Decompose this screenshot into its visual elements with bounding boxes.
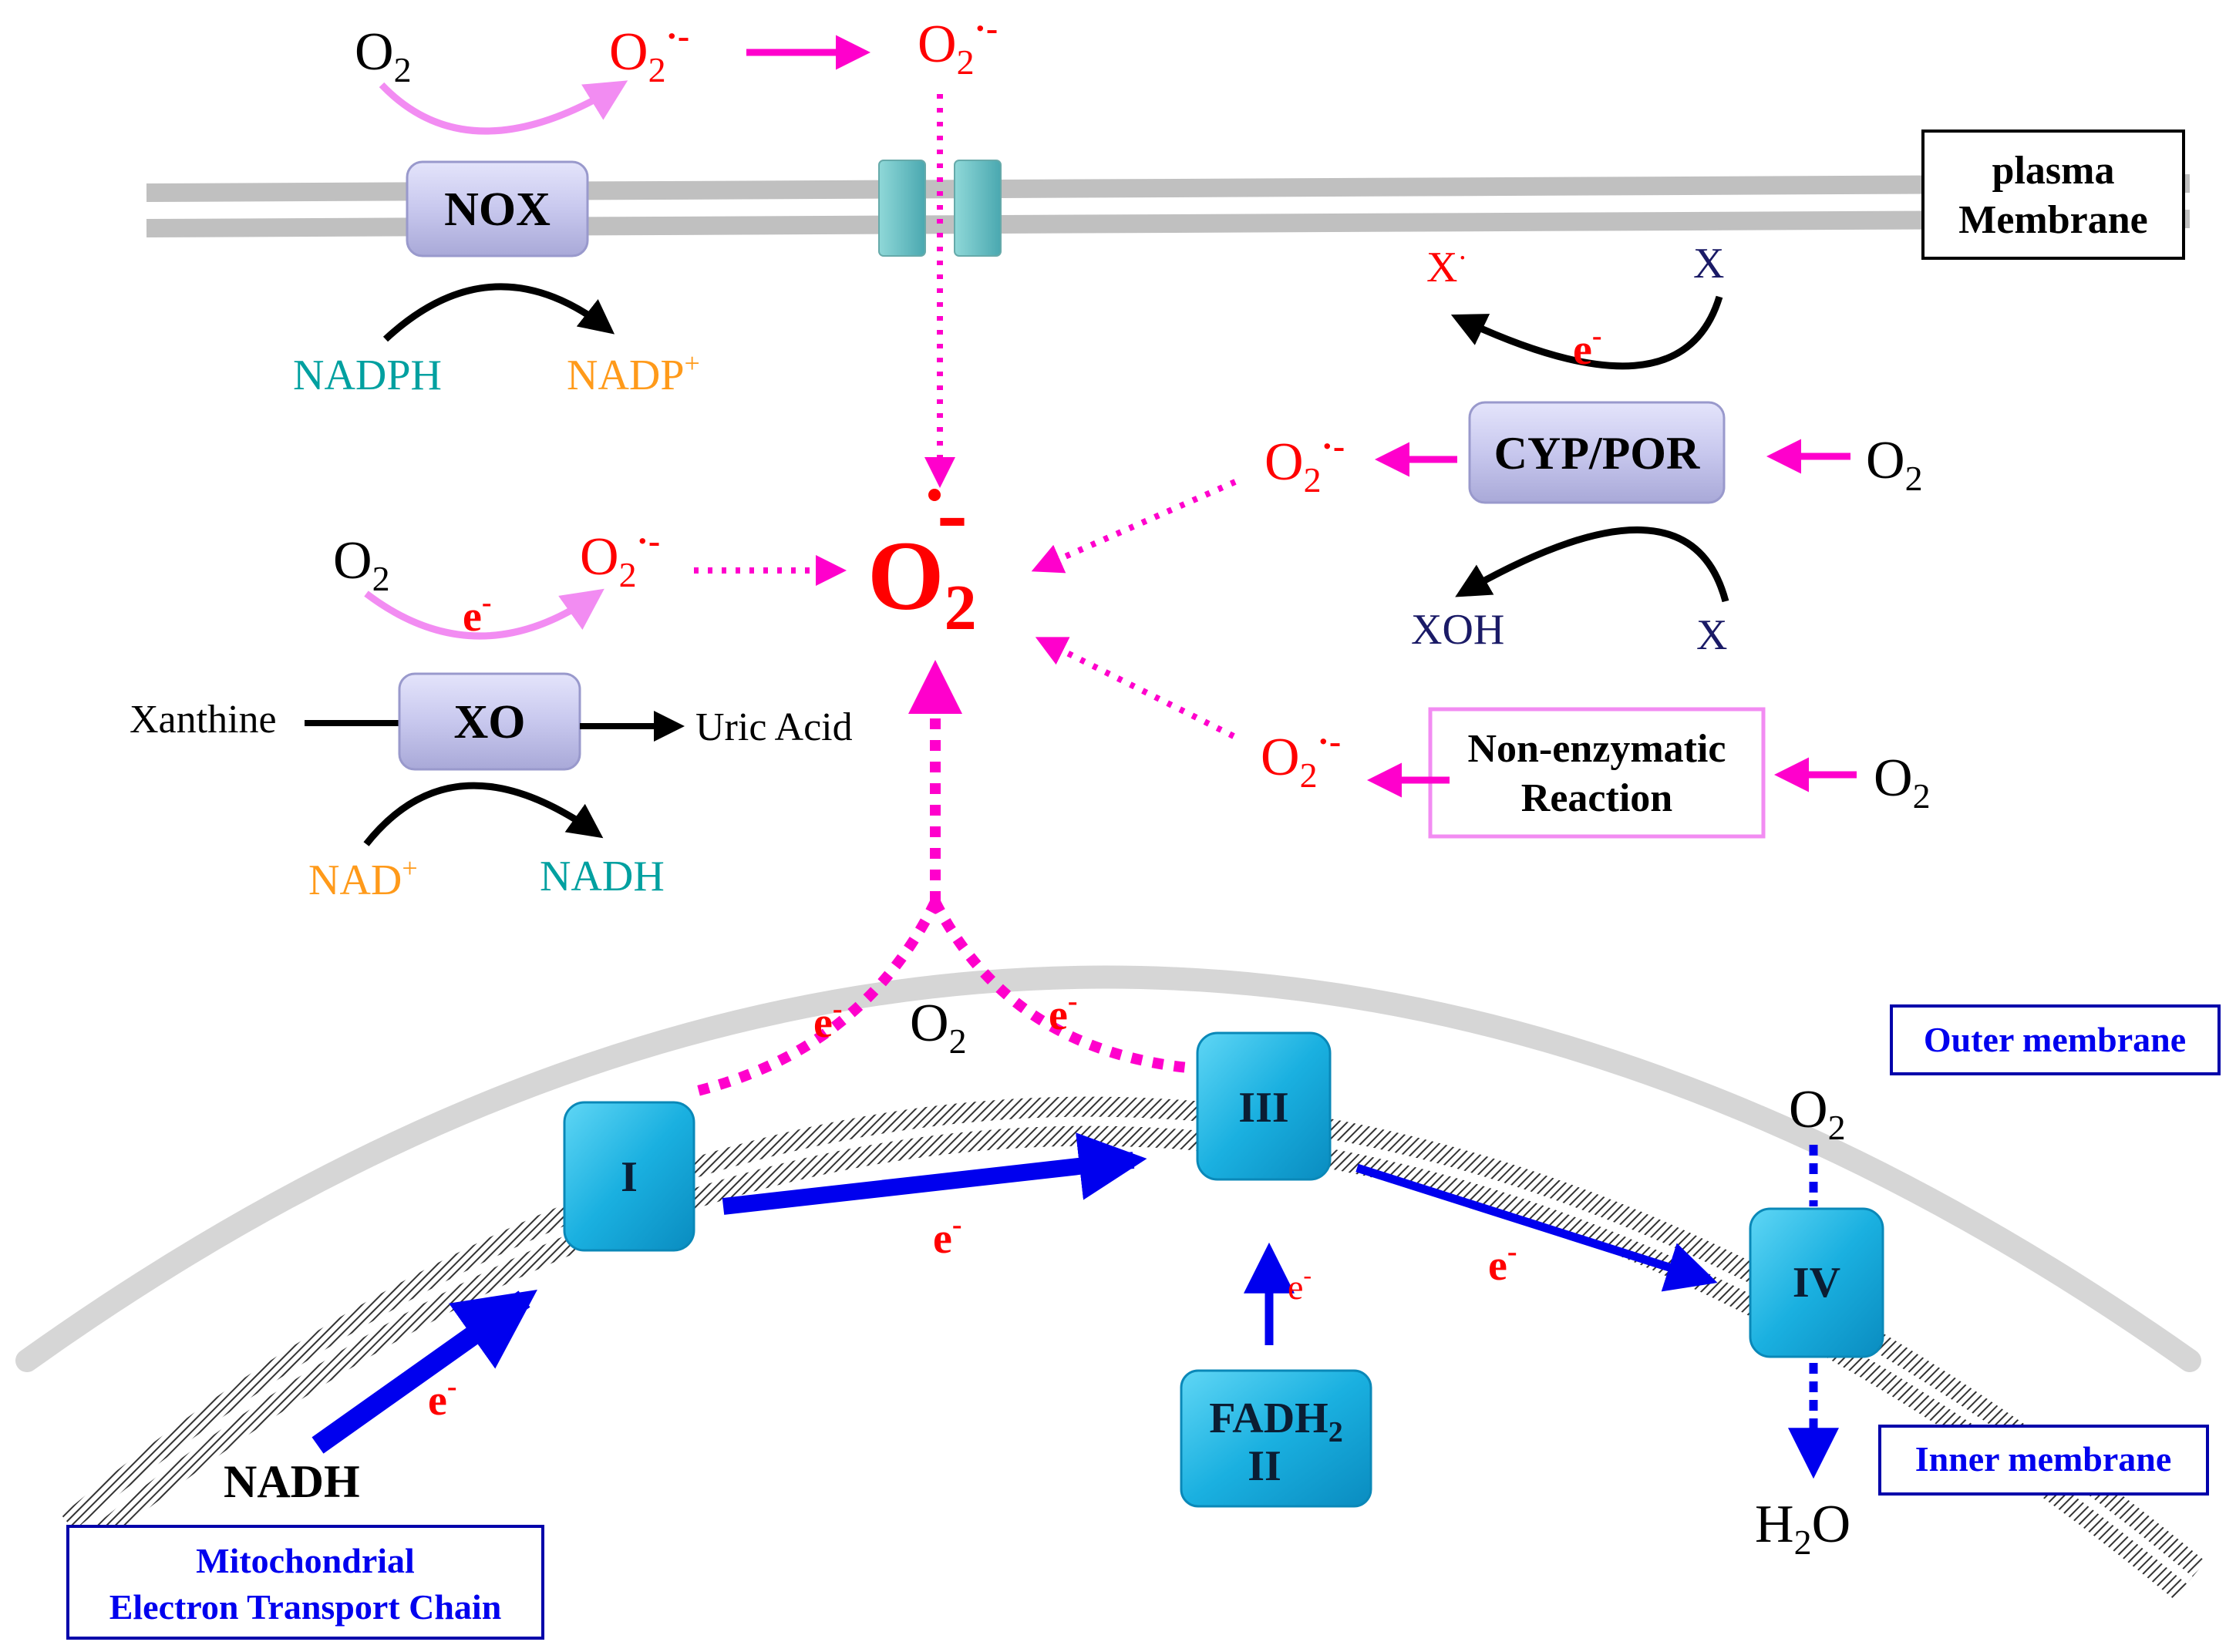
nox-group: O2 O2·- O2·- NOX NADPH NADP+ [293,8,998,399]
central-superoxide-dot [928,489,941,501]
inner-membrane-label-box: Inner membrane [1878,1425,2209,1496]
complex1-to-complex3-arrow [722,1132,1147,1215]
cyp-xoh: XOH [1411,606,1504,654]
etc-caption-line1: Mitochondrial [196,1541,415,1580]
complex-4-label: IV [1793,1259,1840,1307]
xo-xanthine: Xanthine [130,698,277,742]
cyp-x-arc [1450,295,1723,370]
cyp-box [1468,401,1726,504]
nonenzymatic-to-center-arrow [1035,637,1235,739]
nox-nadph-arc [382,283,615,342]
cyp-o2-in: O2 [1866,431,1923,498]
nadh-to-complex1-arrow [311,1289,537,1454]
cyp-x-radical: X· [1426,242,1467,291]
xo-nad: NAD+ [308,853,418,904]
complex-I: I [563,1101,695,1252]
cyp-electron: e- [1573,320,1602,374]
complex-3-label: III [1238,1084,1288,1132]
c1-c3-electron: e- [933,1209,962,1263]
outer-membrane-label: Outer membrane [1924,1020,2186,1059]
nox-o2-arc [379,80,628,135]
outer-mitochondrial-membrane [15,965,2201,1372]
etc-caption-box: Mitochondrial Electron Transport Chain [66,1525,544,1640]
xo-group: O2 e- O2·- Xanthine XO Uric Acid NAD+ NA… [130,521,853,904]
cyp-label: CYP/POR [1494,428,1700,479]
nox-superoxide: O2·- [609,16,689,89]
nonenzymatic-line1: Non-enzymatic [1467,727,1726,771]
nox-nadph: NADPH [293,352,442,399]
complex3-to-complex4-arrow [1355,1163,1718,1292]
nox-label: NOX [444,183,551,236]
cyp-superoxide: O2·- [1264,426,1345,500]
xo-nadh: NADH [540,853,665,900]
cyp-to-center-arrow [1031,479,1237,574]
xo-uric-acid: Uric Acid [695,705,853,749]
central-superoxide: O2 [867,521,977,644]
nox-o2-in: O2 [355,22,412,89]
xo-nad-arc [363,782,604,846]
nox-nadp: NADP+ [567,348,700,399]
plasma-label-line2: Membrane [1958,198,2147,242]
nonenzymatic-line2: Reaction [1521,776,1672,820]
complex-III: III [1196,1031,1332,1181]
nonenzymatic-o2-in: O2 [1874,749,1931,816]
etc-caption-line2: Electron Transport Chain [109,1587,502,1627]
complex4-o2: O2 [1789,1080,1846,1147]
c2-c3-electron: e- [1288,1261,1312,1307]
nox-box [406,160,589,257]
complex-II: FADH2 II [1180,1369,1372,1508]
xo-electron: e- [463,587,492,641]
etc-leak-arrows: e- e- O2 [696,660,1188,1096]
membrane-channel [878,160,1002,257]
nonenzymatic-group: Non-enzymatic Reaction O2 O2·- [1261,707,1931,839]
electron-flow: e- NADH e- e- e- [224,1132,1718,1507]
plasma-label-line1: plasma [1992,149,2115,193]
cyp-x-top: X [1693,240,1724,288]
etc-leak-electron-right: e- [1049,985,1078,1039]
etc-leak-right [930,899,1188,1073]
nonenzymatic-superoxide: O2·- [1261,722,1341,795]
cyp-x-bottom: X [1696,611,1727,659]
xo-box [398,672,581,771]
etc-leak-o2: O2 [910,994,967,1061]
cyp-group: X· X e- CYP/POR O2 O2·- XOH X [1264,240,1923,659]
xo-o2-in: O2 [333,531,390,598]
water: H2O [1755,1495,1850,1562]
complex4-o2-reduction: O2 H2O [1755,1080,1850,1562]
extracellular-superoxide: O2·- [918,8,998,82]
complex-1-label: I [621,1153,638,1201]
complex-2-label: II [1248,1442,1281,1490]
complex-2-fadh2: FADH2 [1209,1395,1343,1448]
c3-c4-electron: e- [1488,1236,1517,1290]
etc-leak-left [696,899,941,1096]
etc-nadh: NADH [224,1456,360,1507]
complex-IV: IV [1749,1207,1884,1358]
xo-superoxide: O2·- [580,521,660,594]
cyp-xoh-arc [1455,527,1729,603]
xo-label: XO [454,696,526,749]
inner-membrane-label: Inner membrane [1915,1439,2172,1479]
xo-o2-arc [364,588,604,640]
nonenzymatic-box [1428,707,1766,839]
nadh-electron: e- [428,1371,457,1425]
outer-membrane-label-box: Outer membrane [1890,1004,2221,1075]
central-superoxide-charge: - [937,461,968,564]
etc-leak-electron-left: e- [813,993,843,1047]
plasma-membrane-label-box: plasma Membrane [1921,130,2185,260]
